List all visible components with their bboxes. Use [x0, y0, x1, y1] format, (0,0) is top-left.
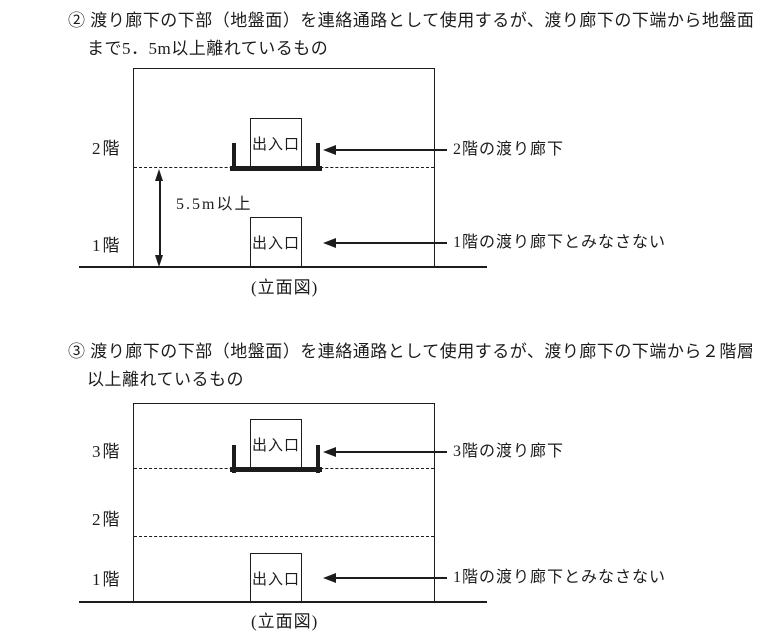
corridor-bracket-left	[232, 143, 236, 171]
entrance-label-lower: 出入口	[251, 236, 300, 252]
entrance-box-upper: 出入口	[250, 118, 302, 168]
corridor-bracket-bottom	[230, 467, 322, 472]
callout-line-lower	[334, 577, 447, 579]
callout-label-lower: 1階の渡り廊下とみなさない	[453, 234, 667, 251]
section2-heading-line2: まで5．5m以上離れているもの	[87, 39, 329, 58]
arrow-left-icon	[323, 573, 336, 583]
ground-line	[79, 266, 487, 269]
arrow-left-icon	[323, 145, 336, 155]
corridor-bracket-right	[316, 143, 320, 171]
arrow-down-icon	[155, 255, 163, 267]
entrance-label-upper: 出入口	[251, 437, 300, 454]
callout-line-lower	[334, 242, 447, 244]
building-outline	[133, 68, 435, 268]
section3-heading-line1: ③ 渡り廊下の下部（地盤面）を連絡通路として使用するが、渡り廊下の下端から２階層	[68, 342, 755, 361]
callout-line-upper	[334, 149, 447, 151]
ground-line	[79, 601, 487, 604]
entrance-box-lower: 出入口	[250, 217, 302, 268]
entrance-box-upper: 出入口	[250, 419, 302, 469]
arrow-left-icon	[323, 238, 336, 248]
floor-label-1f: 1階	[92, 236, 122, 255]
floor-label-2f: 2階	[92, 510, 122, 529]
building-outline	[133, 403, 435, 603]
dimension-line	[159, 179, 161, 257]
diagram-caption: (立面図)	[251, 612, 319, 631]
floor2-dashed-line	[134, 536, 434, 537]
diagram-caption: (立面図)	[251, 278, 319, 297]
corridor-bracket-left	[232, 445, 236, 473]
callout-label-upper: 3階の渡り廊下	[453, 443, 565, 460]
entrance-label-lower: 出入口	[251, 571, 300, 588]
entrance-box-lower: 出入口	[250, 553, 302, 603]
floor-label-1f: 1階	[92, 570, 122, 589]
corridor-bracket-bottom	[230, 166, 322, 171]
arrow-left-icon	[323, 447, 336, 457]
section3-heading-line2: 以上離れているもの	[87, 370, 244, 389]
section2-heading-line1: ② 渡り廊下の下部（地盤面）を連絡通路として使用するが、渡り廊下の下端から地盤面	[68, 11, 755, 30]
floor-label-2f: 2階	[92, 139, 122, 158]
callout-label-lower: 1階の渡り廊下とみなさない	[453, 569, 667, 586]
corridor-bracket-right	[316, 445, 320, 473]
floor-label-3f: 3階	[92, 442, 122, 461]
callout-line-upper	[334, 451, 447, 453]
arrow-up-icon	[155, 169, 163, 181]
dimension-label: 5.5m以上	[176, 196, 253, 213]
callout-label-upper: 2階の渡り廊下	[453, 141, 565, 158]
entrance-label-upper: 出入口	[251, 136, 300, 153]
